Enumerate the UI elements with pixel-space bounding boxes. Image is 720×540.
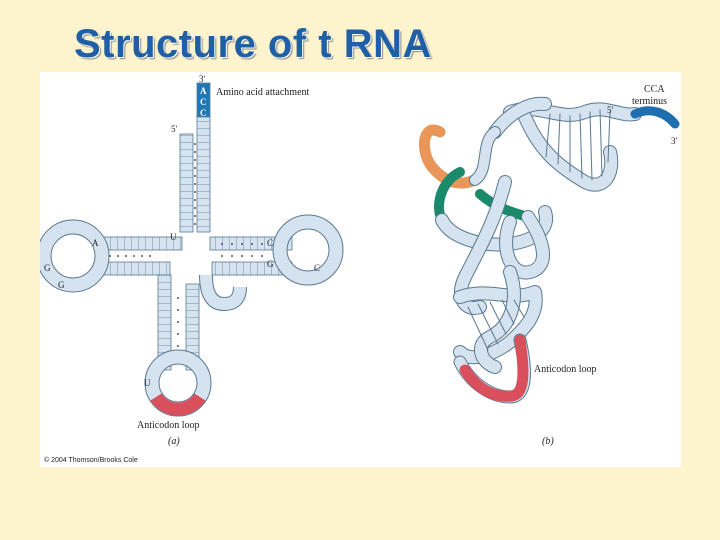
t-arm-pairs [221, 243, 263, 257]
d-loop-base-a: A [92, 238, 99, 248]
acc-base-3: C [200, 108, 207, 118]
panel-label-a: (a) [168, 436, 180, 447]
right-anticodon-highlight [459, 364, 518, 402]
amino-acid-attachment-label: Amino acid attachment [216, 87, 310, 98]
trna-diagram-svg: 3' 5' A C C Amino acid attachment A G G … [40, 74, 680, 447]
t-loop-base-c1: C [267, 238, 273, 248]
d-arm-pairs [109, 255, 151, 257]
d-loop-base-g2: G [58, 280, 65, 290]
t-arm-top-strand [209, 236, 293, 251]
right-anticodon-loop-label: Anticodon loop [534, 364, 597, 375]
ribbon-structure [418, 96, 680, 404]
stem-base-u: U [170, 232, 177, 242]
left-5prime-label: 5' [171, 124, 178, 134]
slide-title: Structure of t RNA [74, 22, 432, 66]
cloverleaf-structure [40, 82, 344, 417]
anticodon-highlight [150, 393, 206, 416]
cca-label-line2: terminus [632, 96, 667, 107]
cca-label-line1: CCA [644, 84, 665, 95]
trna-figure: 3' 5' A C C Amino acid attachment A G G … [40, 72, 681, 467]
anticodon-arm-pairs [177, 297, 179, 347]
cca-terminus-strand [630, 106, 680, 129]
d-loop-base-g1: G [44, 263, 51, 273]
anticodon-base-u: U [144, 378, 151, 388]
orange-strand [418, 124, 481, 189]
acc-base-1: A [200, 86, 207, 96]
acceptor-stem-3prime-strand [196, 116, 211, 233]
left-anticodon-loop-label: Anticodon loop [137, 420, 200, 431]
acceptor-helix [488, 96, 642, 192]
d-arm-bottom-strand [99, 261, 171, 276]
t-loop-base-c2: C [314, 263, 320, 273]
right-3prime-label: 3' [671, 136, 678, 146]
variable-loop [200, 274, 246, 311]
copyright-credit: © 2004 Thomson/Brooks Cole [44, 457, 138, 464]
d-loop-ring [40, 220, 109, 292]
acc-base-2: C [200, 97, 207, 107]
left-3prime-label: 3' [199, 74, 206, 84]
t-loop-ring [273, 215, 343, 285]
right-5prime-label: 5' [607, 105, 614, 115]
panel-label-b: (b) [542, 436, 554, 447]
acceptor-stem-5prime-strand [179, 133, 194, 233]
acceptor-stem-pairs [194, 143, 196, 225]
t-loop-base-g: G [267, 259, 274, 269]
